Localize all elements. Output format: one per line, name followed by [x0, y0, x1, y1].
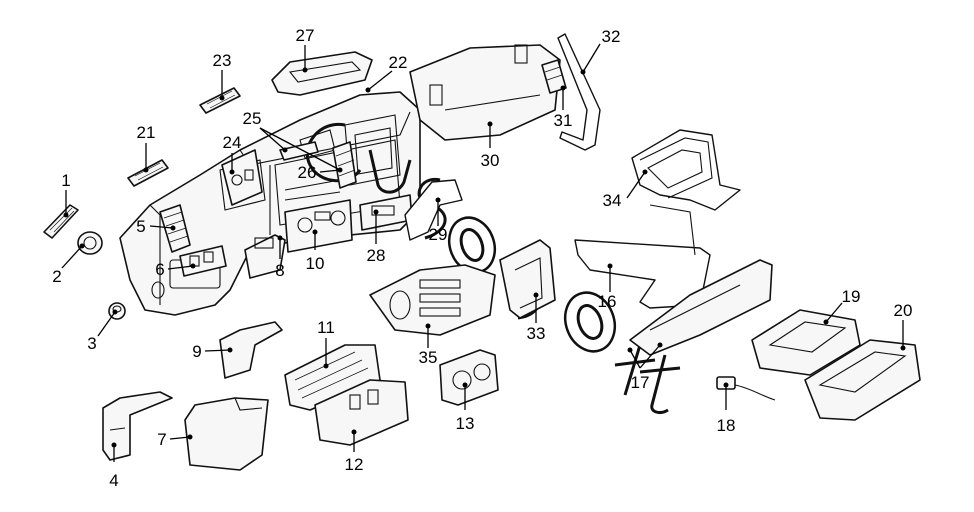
callout-29: 29	[429, 225, 448, 244]
part-12-switch-panel	[314, 379, 409, 446]
callout-34: 34	[603, 191, 622, 210]
part-2-knob	[77, 231, 103, 255]
part-1-trim-strip	[43, 204, 79, 239]
callout-32: 32	[602, 27, 621, 46]
callout-19: 19	[842, 287, 861, 306]
part-4-side-bracket	[102, 391, 173, 461]
part-8-knee-panel	[244, 234, 286, 279]
part-19-storage-tray	[751, 309, 861, 376]
part-25-vent	[279, 141, 319, 161]
callout-25: 25	[243, 109, 262, 128]
part-35-center-panel	[369, 264, 496, 336]
callout-28: 28	[367, 246, 386, 265]
part-6-switch-panel	[179, 245, 227, 277]
part-7-lower-panel	[184, 397, 269, 471]
callout-10: 10	[306, 254, 325, 273]
part-23-trim	[199, 87, 241, 114]
part-21-trim	[127, 159, 169, 187]
callout-35: 35	[419, 348, 438, 367]
callout-11: 11	[317, 318, 335, 337]
callout-30: 30	[481, 151, 500, 170]
callout-31: 31	[554, 111, 573, 130]
callout-33: 33	[527, 324, 546, 343]
callout-5: 5	[136, 217, 145, 236]
callout-20: 20	[894, 301, 913, 320]
callout-16: 16	[598, 292, 617, 311]
callout-3: 3	[87, 334, 96, 353]
leader-lines	[61, 43, 906, 462]
part-16-frame	[574, 204, 711, 309]
part-9-bracket	[219, 321, 283, 379]
callout-18: 18	[717, 416, 736, 435]
callout-6: 6	[155, 260, 164, 279]
callout-8: 8	[275, 261, 284, 280]
part-29-bracket	[404, 179, 463, 241]
callout-7: 7	[157, 430, 166, 449]
part-30-upper-panel	[409, 44, 561, 141]
part-31-vent	[541, 59, 567, 94]
part-26-vent	[332, 141, 357, 189]
callout-24: 24	[223, 133, 242, 152]
callout-1: 1	[61, 171, 70, 190]
part-10-climate-control	[284, 199, 353, 253]
part-27-top-tray	[271, 51, 373, 96]
part-20-compartment	[804, 339, 921, 421]
callout-9: 9	[192, 342, 201, 361]
part-17-console-base	[629, 259, 773, 356]
callout-17: 17	[631, 373, 650, 392]
callout-23: 23	[213, 51, 232, 70]
callout-13: 13	[456, 414, 475, 433]
part-33-bracket	[499, 239, 556, 319]
callout-2: 2	[52, 267, 61, 286]
callout-12: 12	[345, 455, 364, 474]
part-34-frame	[631, 129, 741, 211]
watermark-graphic	[306, 122, 681, 414]
callout-26: 26	[298, 163, 317, 182]
callout-27: 27	[296, 26, 315, 45]
part-32-rail	[557, 33, 601, 151]
callout-4: 4	[109, 471, 118, 490]
callout-21: 21	[137, 123, 156, 142]
callout-labels: 1 2 3 4 5 6 7 8 9 10 11 12 13 16 17 18 1…	[52, 26, 912, 490]
callout-22: 22	[389, 53, 408, 72]
part-13-gauge-cluster	[439, 349, 499, 406]
